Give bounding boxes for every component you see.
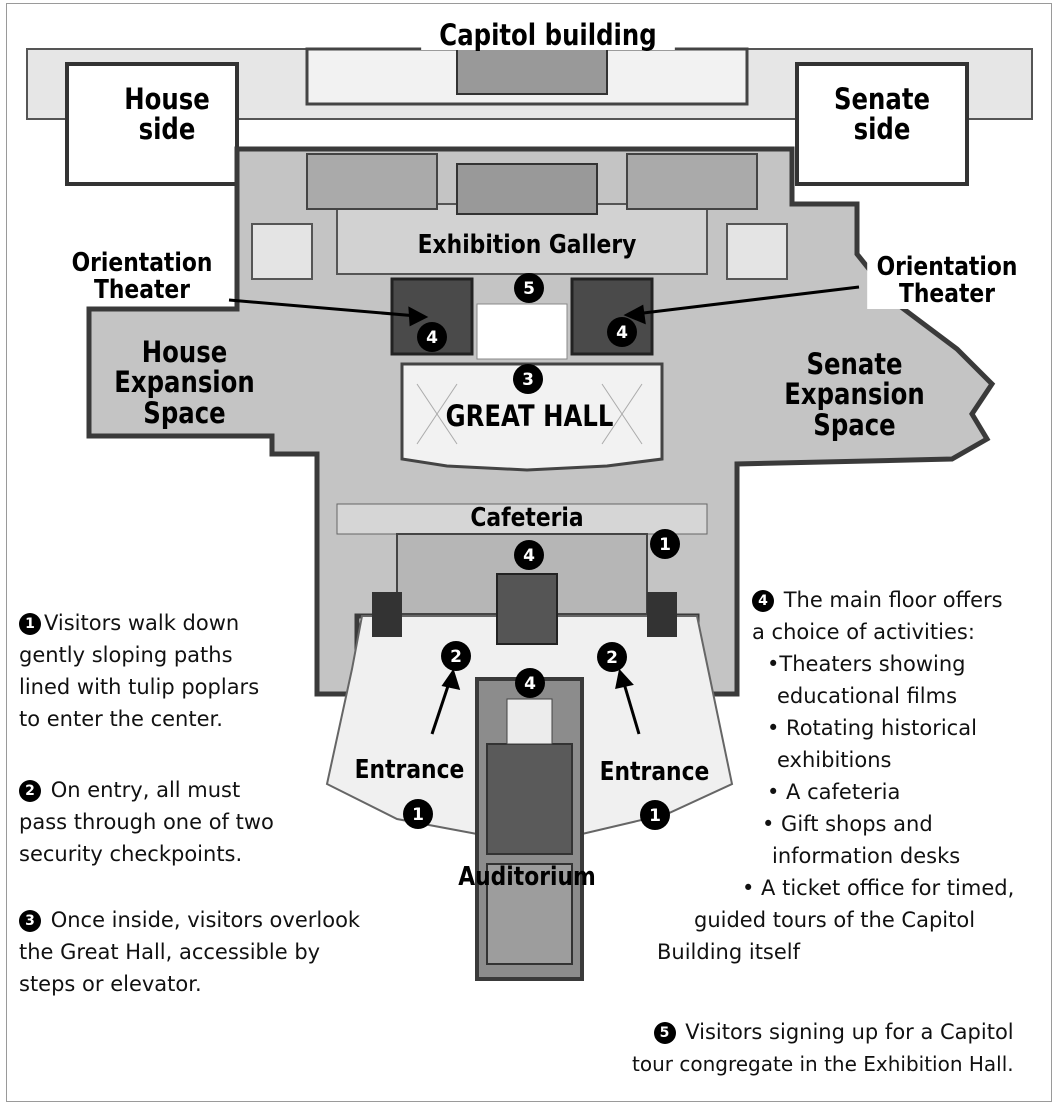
note-4-text-3: •Theaters showing (767, 652, 966, 676)
marker-4-auditorium: 4 (515, 668, 545, 698)
note-3-line: 3 Once inside, visitors overlook (19, 904, 360, 936)
note-4-text-4: educational films (777, 684, 958, 708)
note-4-text-12: Building itself (657, 940, 801, 964)
note-3-number: 3 (19, 910, 41, 932)
note-4-line: 4 The main floor offers (752, 584, 1014, 616)
senate-expansion-line1: Senate (806, 347, 903, 381)
house-side-line2: side (138, 112, 196, 147)
note-4-number: 4 (752, 590, 774, 612)
svg-text:1: 1 (412, 805, 424, 825)
house-expansion-line1: House (141, 335, 228, 369)
marker-1-left-entrance: 1 (403, 799, 433, 829)
note-3-text-3: steps or elevator. (19, 972, 202, 996)
svg-text:4: 4 (524, 674, 536, 694)
note-4-text-8: • Gift shops and (762, 812, 933, 836)
orientation-left-line1: Orientation (71, 248, 213, 278)
orientation-theater-left-label: Orientation Theater (62, 248, 222, 306)
note-4-text-10: • A ticket office for timed, (742, 876, 1015, 900)
house-side-label: House side (104, 84, 230, 145)
svg-text:1: 1 (649, 806, 661, 826)
note-5-number: 5 (653, 1022, 676, 1044)
marker-2-left: 2 (441, 641, 471, 671)
orientation-theater-right-label: Orientation Theater (867, 252, 1027, 310)
note-4-text-7: • A cafeteria (767, 780, 901, 804)
marker-4-cafeteria: 4 (514, 540, 544, 570)
marker-4-right-theater: 4 (607, 317, 637, 347)
exhibition-gallery-area (251, 153, 788, 280)
note-2-number: 2 (19, 780, 41, 802)
svg-text:3: 3 (522, 370, 534, 390)
svg-text:4: 4 (616, 323, 628, 343)
note-3: 3 Once inside, visitors overlook the Gre… (19, 904, 360, 1000)
capitol-building-title: Capitol building (421, 20, 675, 50)
house-side-line1: House (124, 82, 210, 116)
note-4-text-5: • Rotating historical (767, 716, 977, 740)
svg-text:1: 1 (659, 535, 671, 555)
note-1-text-1: Visitors walk down (44, 611, 240, 635)
note-2-text-3: security checkpoints. (19, 842, 243, 866)
note-3-text-1: Once inside, visitors overlook (50, 908, 361, 932)
note-3-text-2: the Great Hall, accessible by (19, 940, 321, 964)
svg-text:5: 5 (523, 279, 535, 299)
note-4-text-1: The main floor offers (783, 588, 1003, 612)
note-1-text-4: to enter the center. (19, 707, 223, 731)
house-expansion-line2: Expansion (114, 365, 255, 400)
svg-text:4: 4 (426, 328, 438, 348)
orientation-right-line1: Orientation (876, 252, 1018, 282)
senate-side-line1: Senate (833, 82, 931, 116)
orientation-right-line2: Theater (898, 279, 996, 310)
note-1-text-2: gently sloping paths (19, 643, 233, 667)
note-4-text-11: guided tours of the Capitol (694, 908, 976, 932)
note-4-text-2: a choice of activities: (752, 620, 975, 644)
note-2-text-2: pass through one of two (19, 810, 274, 834)
marker-1-cafeteria: 1 (650, 529, 680, 559)
house-expansion-label: House Expansion Space (111, 335, 258, 430)
senate-expansion-line2: Expansion (784, 377, 925, 412)
number-markers: 5 4 4 3 4 1 2 2 4 1 1 (403, 273, 680, 830)
marker-4-left-theater: 4 (417, 322, 447, 352)
note-2-text-1: On entry, all must (50, 778, 241, 802)
marker-2-right: 2 (597, 642, 627, 672)
note-5-line: 5 Visitors signing up for a Capitol (632, 1016, 1014, 1048)
svg-text:2: 2 (606, 648, 618, 668)
exhibition-gallery-label: Exhibition Gallery (417, 230, 637, 260)
svg-text:4: 4 (523, 546, 535, 566)
house-expansion-line3: Space (143, 395, 226, 430)
senate-side-line2: side (853, 112, 911, 147)
marker-5: 5 (514, 273, 544, 303)
marker-1-right-entrance: 1 (640, 800, 670, 830)
note-4: 4 The main floor offers a choice of acti… (657, 584, 1014, 968)
cafeteria-label: Cafeteria (470, 503, 584, 533)
entrance-right-label: Entrance (599, 757, 710, 787)
note-5-text-1: Visitors signing up for a Capitol (685, 1020, 1014, 1044)
note-5: 5 Visitors signing up for a Capitol tour… (632, 1016, 1014, 1080)
note-5-text-2: tour congregate in the Exhibition Hall. (632, 1052, 1014, 1076)
map-frame: 5 4 4 3 4 1 2 2 4 1 1 Capitol building H… (6, 3, 1052, 1102)
note-2-line: 2 On entry, all must (19, 774, 274, 806)
pointer-arrows (228, 285, 860, 735)
marker-3: 3 (513, 364, 543, 394)
entrance-left-label: Entrance (354, 755, 465, 785)
senate-expansion-label: Senate Expansion Space (777, 347, 932, 442)
great-hall-label: GREAT HALL (445, 399, 614, 433)
auditorium-label: Auditorium (458, 862, 596, 892)
note-4-text-9: information desks (772, 844, 961, 868)
note-4-text-6: exhibitions (777, 748, 892, 772)
note-1-text-3: lined with tulip poplars (19, 675, 260, 699)
svg-text:2: 2 (450, 647, 462, 667)
note-1-number: 1 (19, 613, 41, 635)
note-2: 2 On entry, all must pass through one of… (19, 774, 274, 870)
senate-expansion-line3: Space (813, 407, 896, 442)
great-hall-area (400, 303, 664, 472)
orientation-left-line2: Theater (93, 275, 191, 306)
senate-side-label: Senate side (819, 84, 945, 145)
